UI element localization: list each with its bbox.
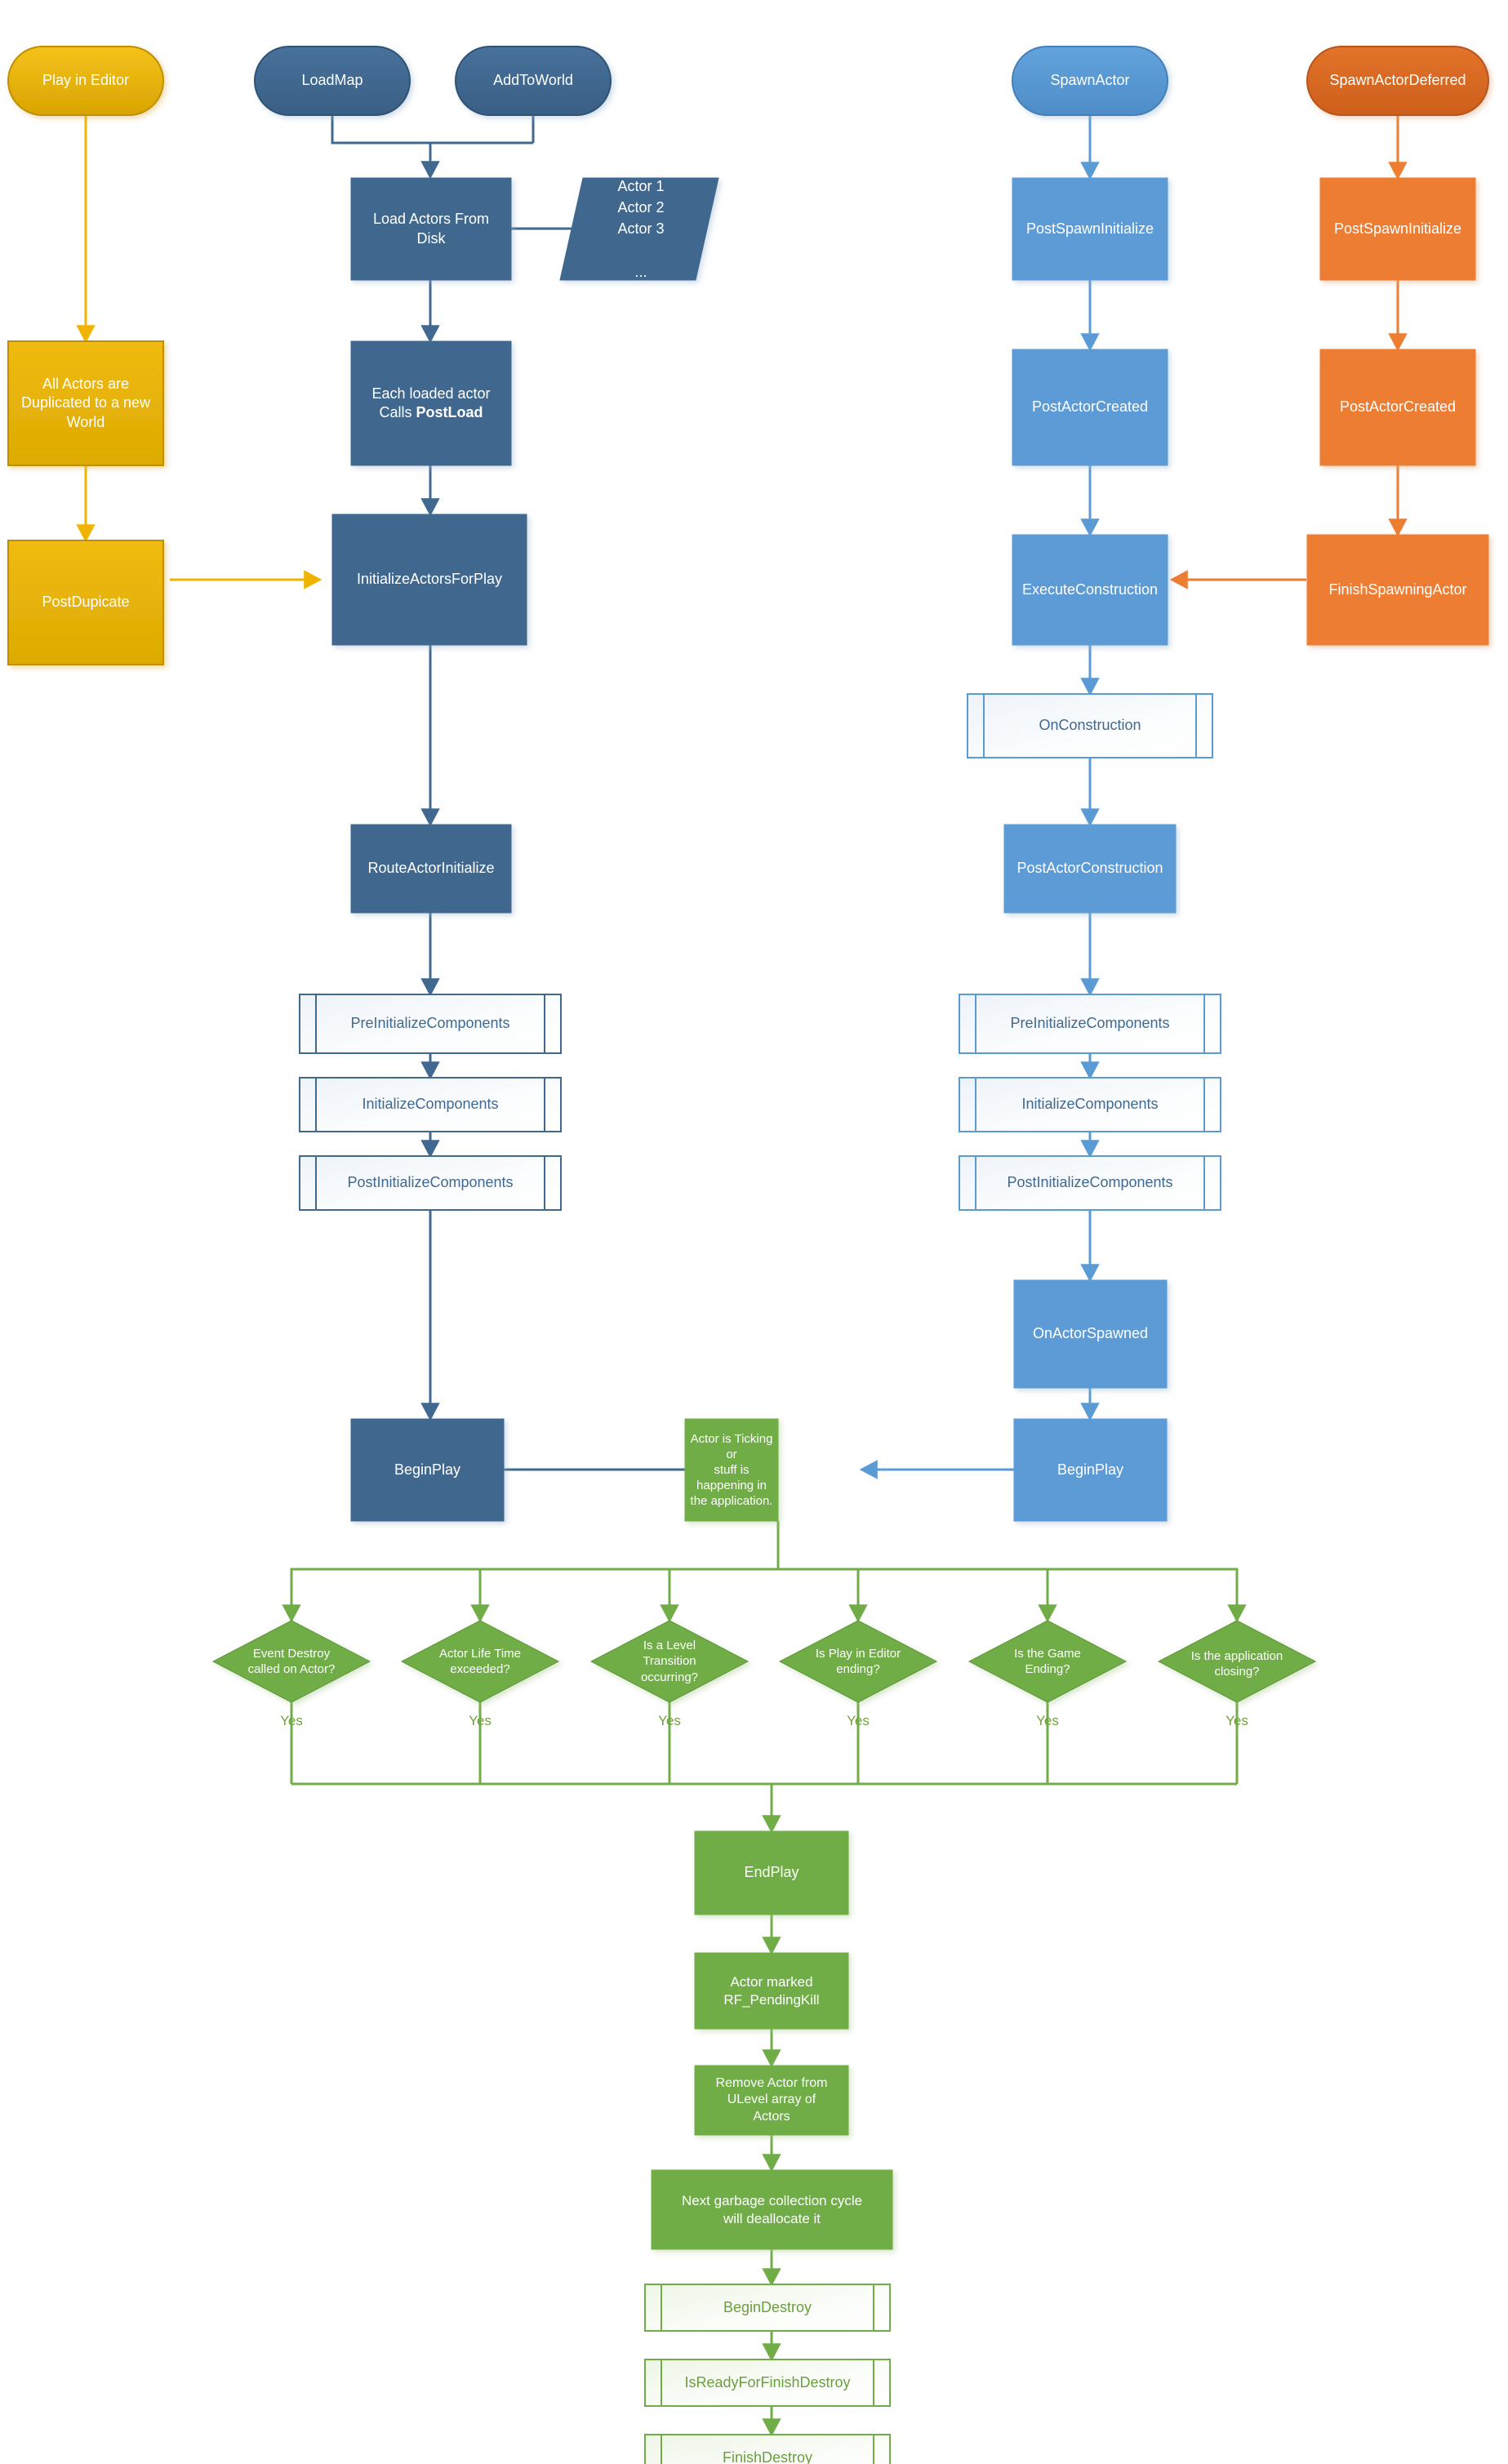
decision-actor-lifetime [400, 1620, 560, 1703]
node-postspawninitialize-spawn [1012, 177, 1168, 281]
node-all-actors-duplicated [7, 340, 164, 466]
node-executeconstruction [1012, 534, 1168, 646]
node-remove-actor-from-ulevel [694, 2065, 849, 2136]
node-postactorconstruction [1003, 824, 1177, 914]
node-next-gc-cycle [651, 2169, 893, 2250]
node-endplay [694, 1830, 849, 1915]
node-spawnactordeferred [1306, 46, 1489, 116]
node-preinitializecomponents-load [299, 994, 562, 1054]
decision-application-closing [1157, 1620, 1317, 1703]
decision-level-transition [589, 1620, 750, 1703]
node-finishdestroy [644, 2434, 891, 2464]
node-each-loaded-actor-postload [350, 340, 512, 466]
node-finishspawningactor [1306, 534, 1489, 646]
node-postactorcreated-deferred [1319, 349, 1476, 466]
node-onactorspawned [1013, 1279, 1168, 1389]
node-postactorcreated-spawn [1012, 349, 1168, 466]
node-play-in-editor [7, 46, 164, 116]
node-initializecomponents-load [299, 1077, 562, 1132]
node-postspawninitialize-deferred [1319, 177, 1476, 281]
node-beginplay-spawn [1013, 1418, 1168, 1522]
decision-game-ending [968, 1620, 1128, 1703]
node-initializeactorsforplay [331, 514, 527, 646]
node-postinitializecomponents-spawn [959, 1155, 1221, 1211]
node-actor-list-data [559, 177, 719, 281]
node-actor-is-ticking [684, 1418, 779, 1522]
node-spawnactor [1012, 46, 1168, 116]
node-actor-marked-pendingkill [694, 1952, 849, 2030]
decision-play-in-editor-ending [778, 1620, 938, 1703]
node-preinitializecomponents-spawn [959, 994, 1221, 1054]
node-beginplay-load [350, 1418, 505, 1522]
node-addtoworld [455, 46, 612, 116]
node-begindestroy [644, 2284, 891, 2332]
node-routeactorinitialize [350, 824, 512, 914]
node-loadmap [254, 46, 411, 116]
node-onconstruction [967, 693, 1213, 758]
node-initializecomponents-spawn [959, 1077, 1221, 1132]
decision-event-destroy [211, 1620, 371, 1703]
node-postduplicate [7, 540, 164, 665]
node-load-actors-from-disk [350, 177, 512, 281]
node-postinitializecomponents-load [299, 1155, 562, 1211]
node-isreadyforfinishdestroy [644, 2359, 891, 2407]
